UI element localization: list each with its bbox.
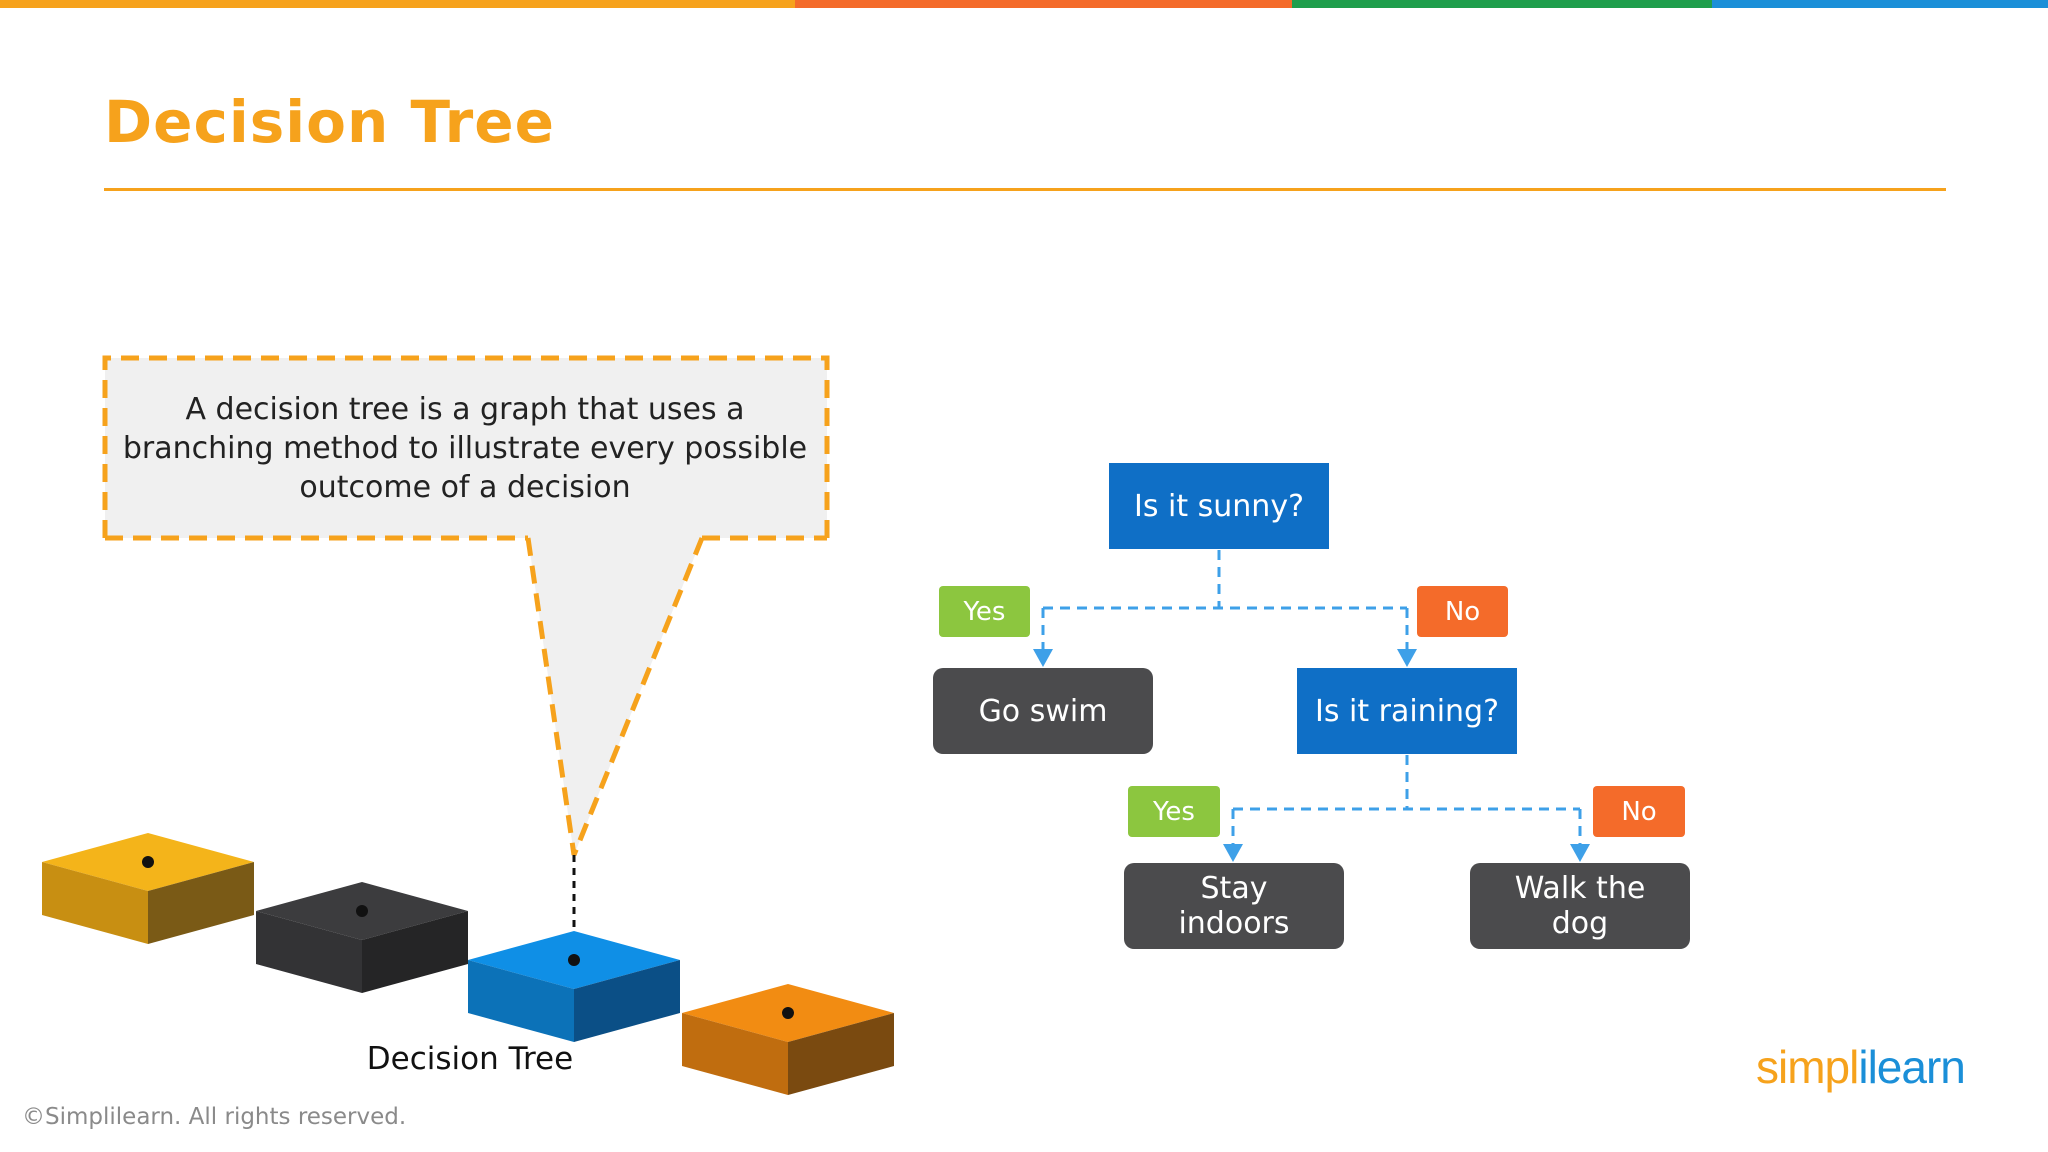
top-color-bar [0,0,2048,8]
arrow-raining [1397,649,1417,667]
connector-raining [1231,755,1582,845]
node-go-swim: Go swim [933,668,1153,754]
arrow-dog [1570,844,1590,862]
block-yellow [42,833,254,944]
callout-border-top [102,355,830,538]
top-bar-segment-blue [1712,0,2048,8]
node-is-it-sunny: Is it sunny? [1109,463,1329,549]
page-title: Decision Tree [104,88,555,156]
copyright-notice: ©Simplilearn. All rights reserved. [22,1104,407,1130]
simplilearn-logo: simplilearn [1756,1040,1966,1094]
node-stay-indoors: Stay indoors [1124,863,1344,949]
top-bar-segment-green [1292,0,1712,8]
node-walk-the-dog: Walk the dog [1470,863,1690,949]
block-orange [682,984,894,1095]
top-bar-segment-red [795,0,1292,8]
tree-arrowheads [1033,649,1590,862]
logo-text-part2: ilearn [1858,1041,1966,1093]
top-bar-segment-orange [0,0,795,8]
tag-no-raining: No [1593,786,1685,837]
logo-text-part1: simpl [1756,1041,1859,1093]
callout-pointer-fill [528,538,702,855]
callout-pointer-right [571,537,705,856]
tree-connectors [1041,550,1582,845]
connector-root [1041,550,1409,650]
title-underline [104,188,1946,191]
block-blue [468,931,680,1042]
callout-pointer-left [525,537,577,856]
arrow-swim [1033,649,1053,667]
arrow-indoors [1223,844,1243,862]
callout-text: A decision tree is a graph that uses a b… [122,392,808,505]
callout-box [105,358,827,538]
tag-yes-sunny: Yes [939,586,1030,637]
blocks-caption: Decision Tree [366,1041,574,1077]
tag-yes-raining: Yes [1128,786,1220,837]
tag-no-sunny: No [1417,586,1508,637]
node-is-it-raining: Is it raining? [1297,668,1517,754]
block-dark [256,882,468,993]
